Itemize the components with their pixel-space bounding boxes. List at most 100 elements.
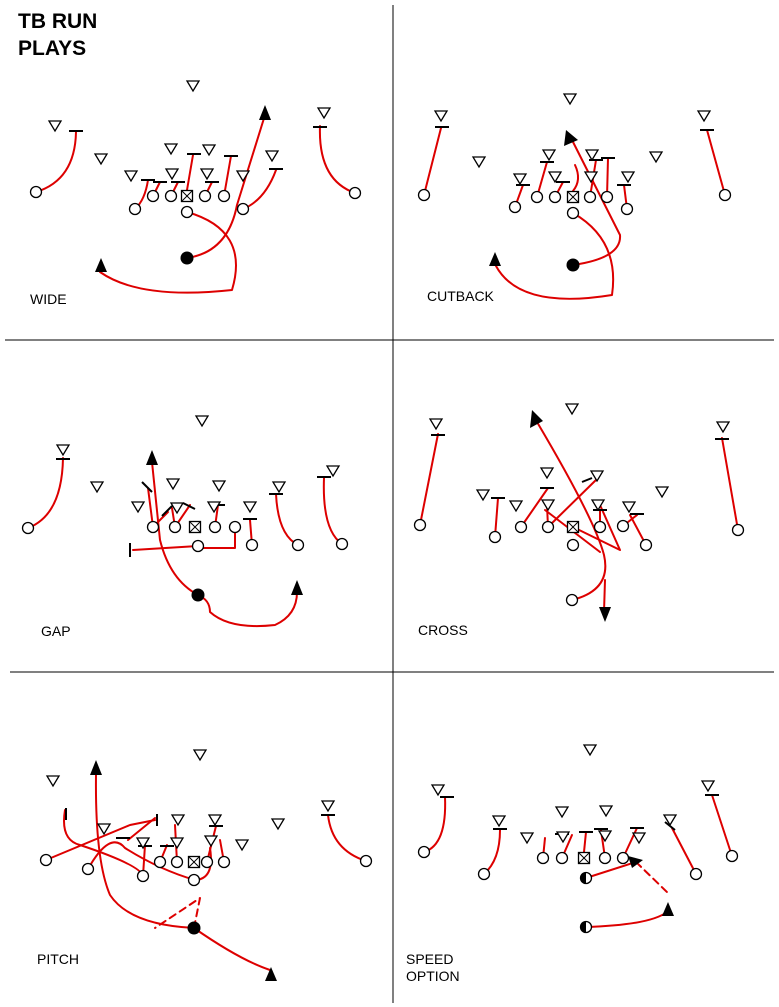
ball-carrier	[180, 251, 194, 265]
offensive-player	[136, 869, 150, 883]
offensive-player	[593, 520, 607, 534]
defender	[621, 501, 637, 514]
offensive-player	[245, 538, 259, 552]
offensive-player	[598, 851, 612, 865]
defender	[582, 744, 598, 757]
run-direction-arrow	[564, 130, 578, 146]
defender	[123, 170, 139, 183]
offensive-player	[217, 855, 231, 869]
defender	[201, 144, 217, 157]
offensive-player	[39, 853, 53, 867]
offensive-player	[566, 538, 580, 552]
defender	[47, 120, 63, 133]
run-direction-arrow	[599, 607, 611, 622]
defender	[271, 481, 287, 494]
offensive-player	[725, 849, 739, 863]
offense	[417, 845, 739, 934]
defender	[597, 830, 613, 843]
center-boxed-x	[188, 520, 202, 534]
defender	[584, 149, 600, 162]
offense	[417, 130, 732, 272]
defender	[163, 143, 179, 156]
defender	[648, 151, 664, 164]
defender	[270, 818, 286, 831]
defender	[320, 800, 336, 813]
run-direction-arrow	[146, 450, 158, 465]
offensive-player	[555, 851, 569, 865]
title-line-2: PLAYS	[18, 37, 86, 60]
defender	[185, 80, 201, 93]
center-boxed-x	[180, 189, 194, 203]
offensive-player	[164, 189, 178, 203]
defender	[491, 815, 507, 828]
defender	[598, 805, 614, 818]
defender	[428, 418, 444, 431]
defenders	[433, 93, 712, 186]
defender	[325, 465, 341, 478]
offense	[39, 760, 373, 981]
play-label-cutback: CUTBACK	[427, 288, 495, 304]
run-direction-arrow	[530, 410, 543, 428]
offensive-player	[291, 538, 305, 552]
defender	[93, 153, 109, 166]
offensive-player	[639, 538, 653, 552]
defender	[554, 806, 570, 819]
run-direction-arrow	[291, 580, 303, 595]
half-filled-player	[579, 920, 593, 934]
defender	[55, 444, 71, 457]
offensive-player	[359, 854, 373, 868]
defender	[700, 780, 716, 793]
play-label-gap: GAP	[41, 623, 71, 639]
defender	[165, 478, 181, 491]
run-direction-arrow	[90, 760, 102, 775]
defender	[540, 499, 556, 512]
play-label-speed: SPEED	[406, 951, 453, 967]
defender	[547, 171, 563, 184]
defender	[519, 832, 535, 845]
title-line-1: TB RUN	[18, 10, 97, 33]
defender	[242, 501, 258, 514]
defender	[130, 501, 146, 514]
offensive-player	[620, 202, 634, 216]
offensive-player	[146, 520, 160, 534]
defenders	[45, 749, 336, 852]
diagram-cross	[413, 403, 745, 622]
defenders	[55, 415, 341, 515]
play-label-cross: CROSS	[418, 622, 468, 638]
defenders	[428, 403, 731, 514]
center-boxed-x	[187, 855, 201, 869]
offensive-player	[477, 867, 491, 881]
offensive-player	[488, 530, 502, 544]
defender	[89, 481, 105, 494]
center-boxed-x	[566, 190, 580, 204]
offensive-player	[348, 186, 362, 200]
run-direction-arrow	[265, 967, 277, 981]
center-boxed-x	[577, 851, 591, 865]
offensive-player	[413, 518, 427, 532]
offensive-player	[731, 523, 745, 537]
offensive-player	[153, 855, 167, 869]
defender	[199, 168, 215, 181]
defender	[589, 470, 605, 483]
offensive-player	[548, 190, 562, 204]
offensive-player	[217, 189, 231, 203]
defender	[164, 168, 180, 181]
diagram-gap	[21, 415, 349, 628]
offense	[21, 450, 349, 602]
defender	[194, 415, 210, 428]
defender	[662, 814, 678, 827]
diagram-pitch	[39, 749, 373, 981]
defender	[234, 839, 250, 852]
offensive-player	[417, 845, 431, 859]
offense	[413, 410, 745, 622]
defender	[590, 499, 606, 512]
defender	[508, 500, 524, 513]
ball-carrier	[187, 921, 201, 935]
defender	[316, 107, 332, 120]
offense	[29, 105, 362, 272]
offensive-player	[180, 205, 194, 219]
offensive-player	[566, 206, 580, 220]
offensive-player	[600, 190, 614, 204]
offensive-player	[168, 520, 182, 534]
run-direction-arrow	[259, 105, 271, 120]
